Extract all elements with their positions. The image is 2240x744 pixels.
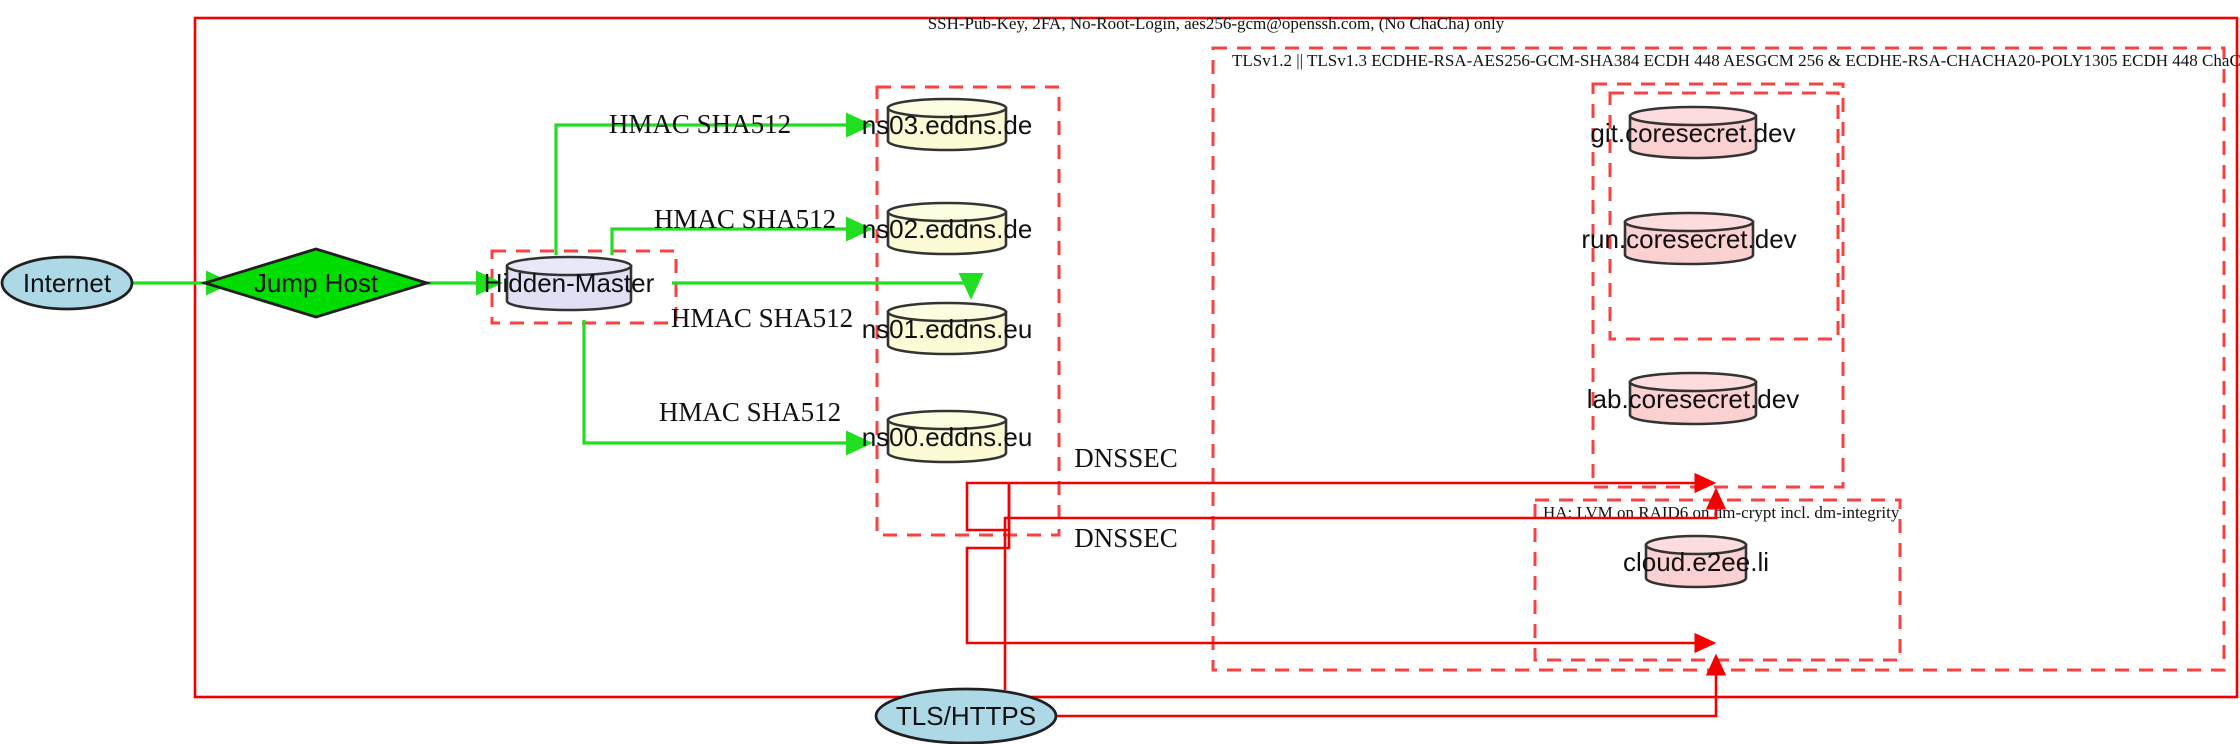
cluster-coresecret-zone [1591,82,1845,489]
edge-hidden-master-to-ns01 [672,273,984,300]
cluster-dns-zone [875,85,1061,537]
edge-label-hmac-ns03: HMAC SHA512 [609,109,791,139]
edge-dnssec-lower [965,483,1717,654]
node-ns03-label: ns03.eddns.de [862,110,1033,140]
node-ns01[interactable]: ns01.eddns.eu [862,301,1033,356]
edge-label-hmac-ns00: HMAC SHA512 [659,397,841,427]
edge-hidden-master-to-ns00 [582,320,873,456]
node-ns02-label: ns02.eddns.de [862,214,1033,244]
node-ns00[interactable]: ns00.eddns.eu [862,409,1033,464]
node-cloud-e2ee-label: cloud.e2ee.li [1623,547,1769,577]
node-ns01-label: ns01.eddns.eu [862,314,1033,344]
node-ns03[interactable]: ns03.eddns.de [862,97,1033,152]
node-lab-coresecret[interactable]: lab.coresecret.dev [1587,371,1799,426]
cluster-coresecret-inner-zone [1608,91,1840,341]
edge-tls-https-to-coresecret [1003,487,1727,690]
cluster-tls-zone-label: TLSv1.2 || TLSv1.3 ECDHE-RSA-AES256-GCM-… [1232,51,2240,70]
node-tls-https-label: TLS/HTTPS [896,701,1036,731]
node-ns02[interactable]: ns02.eddns.de [862,201,1033,256]
edge-label-dnssec-upper: DNSSEC [1074,443,1178,473]
node-ns00-label: ns00.eddns.eu [862,422,1033,452]
edge-label-dnssec-lower: DNSSEC [1074,523,1178,553]
edge-tls-https-to-ha [1056,653,1727,718]
node-hidden-master-label: Hidden-Master [484,268,655,298]
cluster-ssh-zone [193,16,2239,699]
node-git-coresecret-label: git.coresecret.dev [1590,118,1795,148]
node-git-coresecret[interactable]: git.coresecret.dev [1590,105,1796,160]
node-tls-https[interactable]: TLS/HTTPS [874,687,1058,744]
node-jump-host[interactable]: Jump Host [200,247,432,319]
node-jump-host-label: Jump Host [254,268,379,298]
edge-label-hmac-ns01: HMAC SHA512 [671,303,853,333]
edge-hidden-master-to-ns02 [610,216,873,255]
node-run-coresecret[interactable]: run.coresecret.dev [1581,211,1797,266]
cluster-ssh-zone-label: SSH-Pub-Key, 2FA, No-Root-Login, aes256-… [928,14,1505,33]
node-lab-coresecret-label: lab.coresecret.dev [1587,384,1799,414]
node-hidden-master[interactable]: Hidden-Master [484,255,655,312]
node-cloud-e2ee[interactable]: cloud.e2ee.li [1623,534,1769,589]
node-run-coresecret-label: run.coresecret.dev [1581,224,1796,254]
node-internet[interactable]: Internet [0,255,134,311]
node-internet-label: Internet [23,268,112,298]
edge-hidden-master-to-ns03 [554,112,873,255]
edge-label-hmac-ns02: HMAC SHA512 [654,204,836,234]
